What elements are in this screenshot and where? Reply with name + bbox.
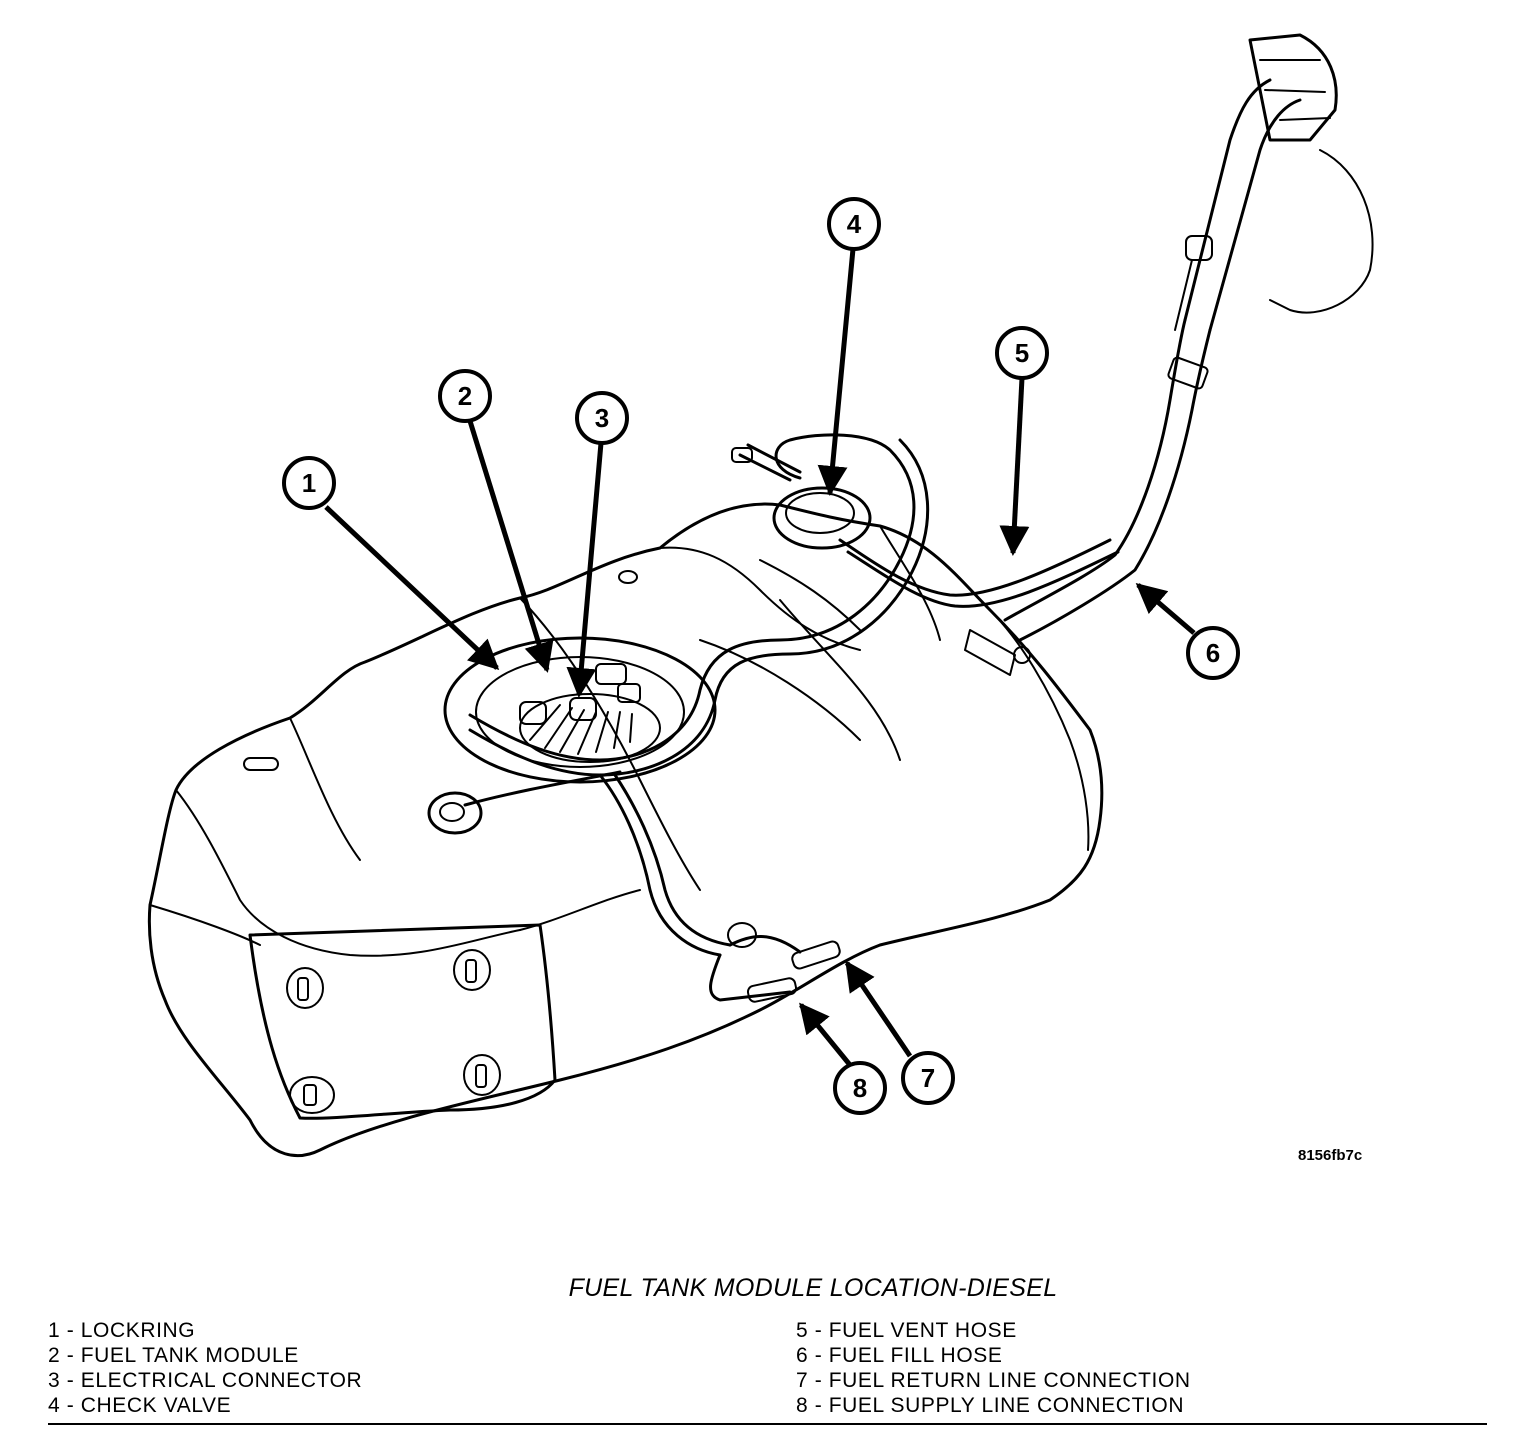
tank-shield-plate [248,923,557,1120]
legend-item-7: 7 - FUEL RETURN LINE CONNECTION [796,1369,1191,1392]
legend-item-8: 8 - FUEL SUPPLY LINE CONNECTION [796,1394,1185,1417]
check-valve-assembly [731,443,1120,608]
leader-4 [817,248,856,496]
callout-3: 3 [575,391,629,445]
callout-number: 7 [921,1063,935,1093]
leader-2 [467,420,554,673]
callout-5: 5 [995,326,1049,380]
legend-divider-rule [48,1423,1487,1425]
callout-number: 1 [302,468,316,498]
legend-item-5: 5 - FUEL VENT HOSE [796,1319,1017,1342]
legend-item-2: 2 - FUEL TANK MODULE [48,1344,299,1367]
leader-8 [799,1002,852,1067]
callout-number: 5 [1015,338,1029,368]
callout-number: 6 [1206,638,1220,668]
figure-caption: FUEL TANK MODULE LOCATION-DIESEL [568,1274,1058,1302]
callout-number: 2 [458,381,472,411]
callout-number: 8 [853,1073,867,1103]
leader-6 [1135,583,1196,635]
callout-number: 4 [847,209,862,239]
legend-item-4: 4 - CHECK VALVE [48,1394,232,1417]
callout-8: 8 [833,1061,887,1115]
legend-item-1: 1 - LOCKRING [48,1319,196,1342]
callout-6: 6 [1186,626,1240,680]
legend-item-6: 6 - FUEL FILL HOSE [796,1344,1003,1367]
callout-4: 4 [827,197,881,251]
callout-7: 7 [901,1051,955,1105]
fuel-fill-hose [964,33,1374,676]
legend-left-column: 1 - LOCKRING 2 - FUEL TANK MODULE 3 - EL… [48,1318,362,1418]
callout-1: 1 [282,456,336,510]
fuel-lines [427,433,930,1003]
leader-3 [566,442,604,698]
leader-1 [324,505,500,671]
legend-right-column: 5 - FUEL VENT HOSE 6 - FUEL FILL HOSE 7 … [796,1318,1191,1418]
leader-7 [844,960,913,1058]
leader-5 [999,377,1030,556]
fuel-tank-body [147,502,1104,1157]
figure-id-code: 8156fb7c [1298,1147,1362,1164]
leader-lines [324,248,1196,1067]
legend-item-3: 3 - ELECTRICAL CONNECTOR [48,1369,363,1392]
callout-number: 3 [595,403,609,433]
callout-2: 2 [438,369,492,423]
